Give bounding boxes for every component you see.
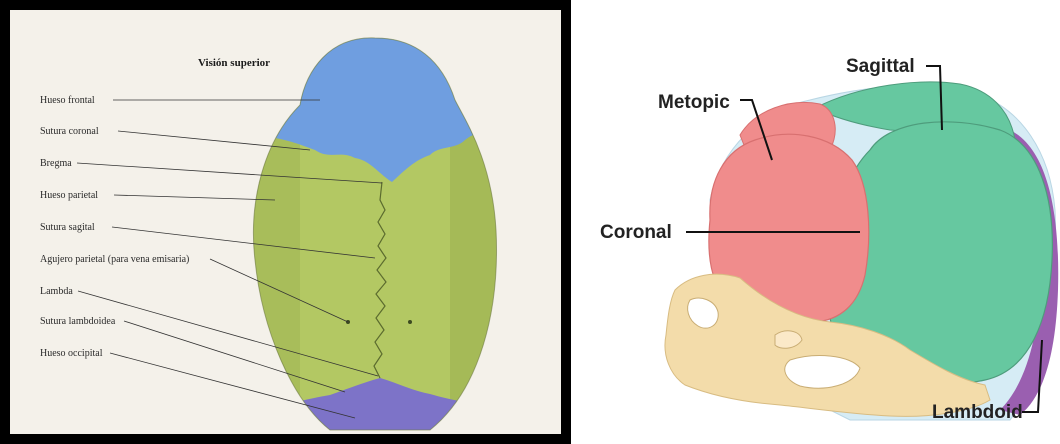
label-bregma: Bregma: [40, 158, 72, 169]
label-sutura-sagital: Sutura sagital: [40, 222, 95, 233]
skull-superior-svg: Visión superior Hueso frontal Sutura cor…: [10, 10, 561, 434]
label-sutura-lambdoidea: Sutura lambdoidea: [40, 316, 116, 327]
label-hueso-frontal: Hueso frontal: [40, 95, 95, 106]
label-lambdoid: Lambdoid: [932, 402, 1023, 423]
label-lambda: Lambda: [40, 286, 73, 297]
label-sutura-coronal: Sutura coronal: [40, 126, 99, 137]
skull-lateral-svg: Metopic Sagittal Coronal Lambdoid: [590, 0, 1060, 444]
superior-view-title: Visión superior: [198, 57, 270, 69]
label-hueso-occipital: Hueso occipital: [40, 348, 103, 359]
lateral-view-panel: Metopic Sagittal Coronal Lambdoid: [590, 0, 1060, 444]
label-agujero-parietal: Agujero parietal (para vena emisaria): [40, 254, 189, 265]
label-sagittal: Sagittal: [846, 56, 915, 77]
label-hueso-parietal: Hueso parietal: [40, 190, 98, 201]
occipital-bone-shape: [240, 378, 510, 434]
superior-view-image: Visión superior Hueso frontal Sutura cor…: [10, 10, 561, 434]
label-metopic: Metopic: [658, 92, 730, 113]
label-coronal: Coronal: [600, 222, 672, 243]
superior-view-panel: Visión superior Hueso frontal Sutura cor…: [0, 0, 571, 444]
